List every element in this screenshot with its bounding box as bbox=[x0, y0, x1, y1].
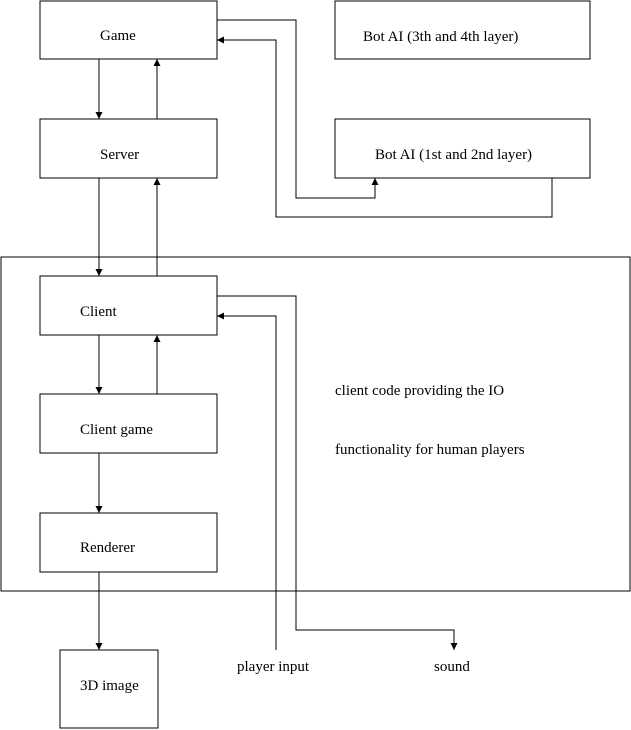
server-label: Server bbox=[100, 147, 139, 163]
bot-ai-to-game-arrow bbox=[217, 36, 553, 218]
server-box bbox=[39, 118, 218, 179]
client-to-sound-arrow bbox=[217, 295, 458, 650]
client-box bbox=[39, 275, 218, 336]
bot-ai-12-label: Bot AI (1st and 2nd layer) bbox=[375, 147, 532, 163]
client-game-label: Client game bbox=[80, 422, 153, 438]
renderer-label: Renderer bbox=[80, 540, 135, 556]
client-region-frame bbox=[0, 256, 631, 592]
bot-ai-34-label: Bot AI (3th and 4th layer) bbox=[363, 29, 518, 45]
bot-ai-34-box bbox=[334, 0, 591, 60]
image-3d-label: 3D image bbox=[80, 678, 139, 694]
bot-ai-12-box bbox=[334, 118, 591, 179]
game-box bbox=[39, 0, 218, 60]
sound-label: sound bbox=[434, 659, 470, 675]
game-label: Game bbox=[100, 28, 136, 44]
image-3d-box bbox=[59, 649, 159, 729]
client-label: Client bbox=[80, 304, 117, 320]
client-region-note-line1: client code providing the IO bbox=[335, 383, 504, 399]
game-to-bot-ai-arrow bbox=[217, 19, 379, 199]
player-input-to-client-arrow bbox=[217, 312, 277, 650]
renderer-box bbox=[39, 512, 218, 573]
client-game-box bbox=[39, 393, 218, 454]
client-region-note-line2: functionality for human players bbox=[335, 442, 525, 458]
player-input-label: player input bbox=[237, 659, 310, 675]
